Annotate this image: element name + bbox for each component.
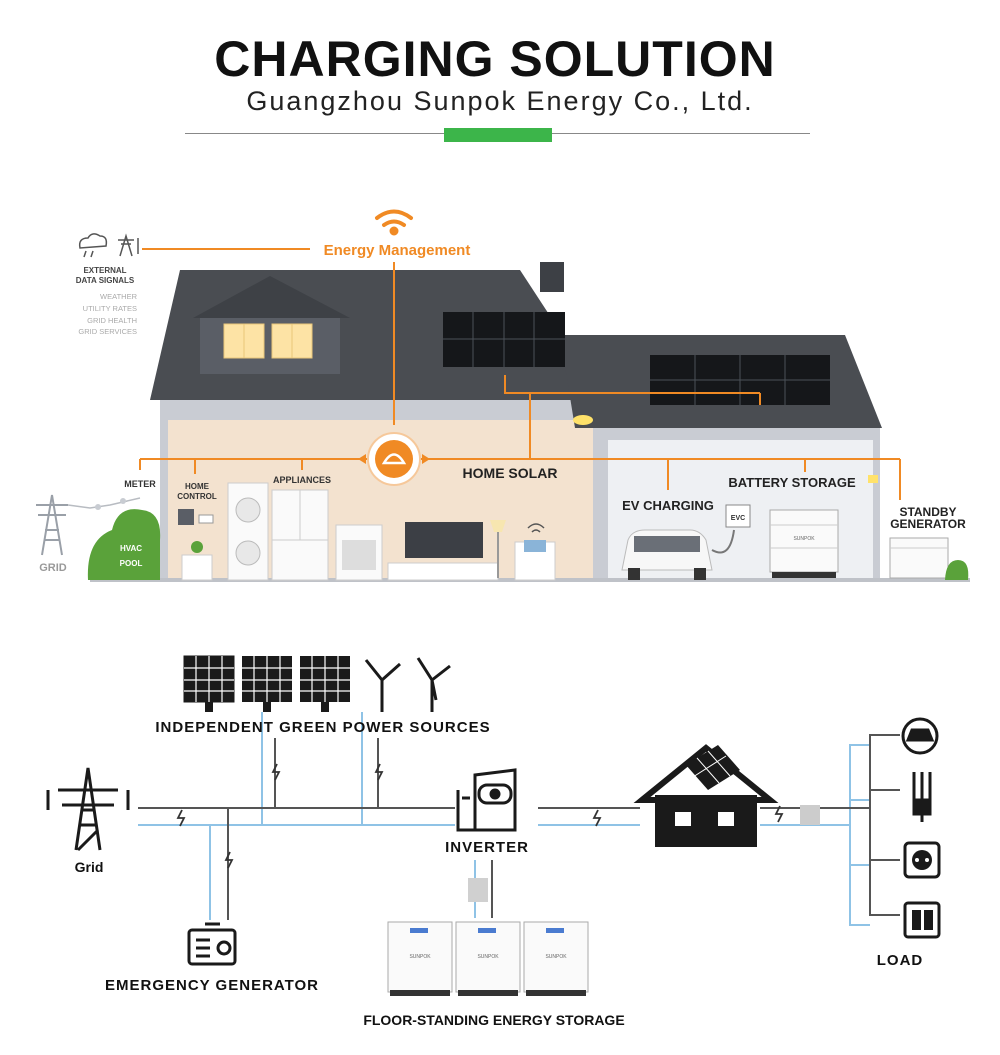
grid-tower-icon [36, 494, 68, 556]
grid-tower-system-icon [46, 767, 130, 852]
inverter-label: INVERTER [445, 839, 529, 856]
breaker-blur-icon [800, 805, 820, 825]
wall-lamp [868, 475, 878, 483]
solar-panel-icons [183, 655, 350, 712]
solar-feed-line [504, 375, 531, 460]
external-data-item: GRID SERVICES [78, 327, 137, 336]
grid-system-label: Grid [75, 859, 104, 875]
floor-battery-units [387, 921, 589, 996]
washer-dryer-stack [227, 482, 269, 581]
title-accent-bar [444, 128, 552, 142]
inverter-icon [456, 768, 517, 832]
external-data-item: WEATHER [100, 292, 138, 301]
wind-turbine-icons [364, 657, 451, 712]
light-bulb-icon [912, 772, 932, 822]
ev-car-icon [621, 529, 713, 580]
dormer [200, 318, 340, 374]
external-data-item: UTILITY RATES [83, 304, 137, 313]
light-switch-icon [903, 901, 941, 939]
emergency-generator-label: EMERGENCY GENERATOR [105, 977, 319, 994]
solar-house-icon [633, 744, 779, 847]
power-socket-icon [903, 841, 941, 879]
floor-storage-label: FLOOR-STANDING ENERGY STORAGE [363, 1012, 624, 1028]
chimney [540, 262, 564, 292]
battery-brand: SUNPOK [793, 536, 815, 542]
page-title: CHARGING SOLUTION [214, 31, 776, 87]
battery-unit-brand: SUNPOK [409, 954, 431, 960]
grid-label: GRID [39, 562, 67, 574]
meter-label: METER [124, 479, 156, 489]
signal-lines [138, 712, 870, 926]
roof-solar-panels [443, 312, 830, 405]
evc-label: EVC [731, 515, 745, 522]
power-lines [138, 734, 900, 920]
ev-charger-box [725, 504, 751, 528]
breaker-icon [468, 878, 488, 902]
battery-unit-brand: SUNPOK [477, 954, 499, 960]
plant-icon [191, 541, 203, 553]
grid-power-line [67, 497, 141, 509]
lightning-bolt-icons [176, 763, 784, 869]
home-control-label-2: CONTROL [177, 492, 217, 501]
load-label: LOAD [877, 952, 924, 969]
standby-generator-label-2: GENERATOR [890, 517, 966, 531]
hvac-pool-bush [87, 509, 161, 580]
ev-charging-label: EV CHARGING [622, 498, 714, 513]
router-wifi-icon [527, 523, 545, 533]
company-subtitle: Guangzhou Sunpok Energy Co., Ltd. [246, 86, 754, 116]
external-data-heading-2: DATA SIGNALS [76, 276, 135, 285]
weather-icon [78, 233, 108, 258]
ceiling-lamp [573, 415, 593, 425]
transmission-tower-icon [118, 233, 139, 257]
floor-lamp-icon [490, 520, 506, 578]
battery-unit-brand: SUNPOK [545, 954, 567, 960]
appliances-label: APPLIANCES [273, 475, 331, 485]
laptop [524, 540, 546, 552]
ev-cable [711, 529, 735, 554]
energy-management-label: Energy Management [324, 242, 471, 259]
home-solar-label: HOME SOLAR [463, 465, 558, 481]
wifi-signal-icon [375, 209, 413, 236]
hvac-label: HVAC [120, 544, 142, 553]
external-data-item: GRID HEALTH [87, 316, 137, 325]
home-control-panel [178, 509, 194, 525]
tv-console-icon [387, 522, 499, 581]
ev-car-load-icon [901, 717, 939, 755]
pool-label: POOL [120, 559, 143, 568]
stove-icon [335, 524, 383, 581]
generator-bush [945, 560, 969, 580]
side-table [181, 554, 213, 581]
dormer-roof [193, 276, 350, 318]
green-sources-label: INDEPENDENT GREEN POWER SOURCES [155, 719, 490, 736]
house-battery-storage [769, 509, 839, 578]
external-data-heading-1: EXTERNAL [83, 266, 126, 275]
standby-generator-icon [889, 537, 949, 579]
battery-storage-label: BATTERY STORAGE [728, 475, 856, 490]
energy-hub-icon [358, 432, 430, 486]
standby-generator-label-1: STANDBY [899, 505, 956, 519]
home-control-label-1: HOME [185, 482, 210, 491]
refrigerator-icon [271, 489, 329, 581]
emergency-generator-icon [187, 922, 237, 966]
